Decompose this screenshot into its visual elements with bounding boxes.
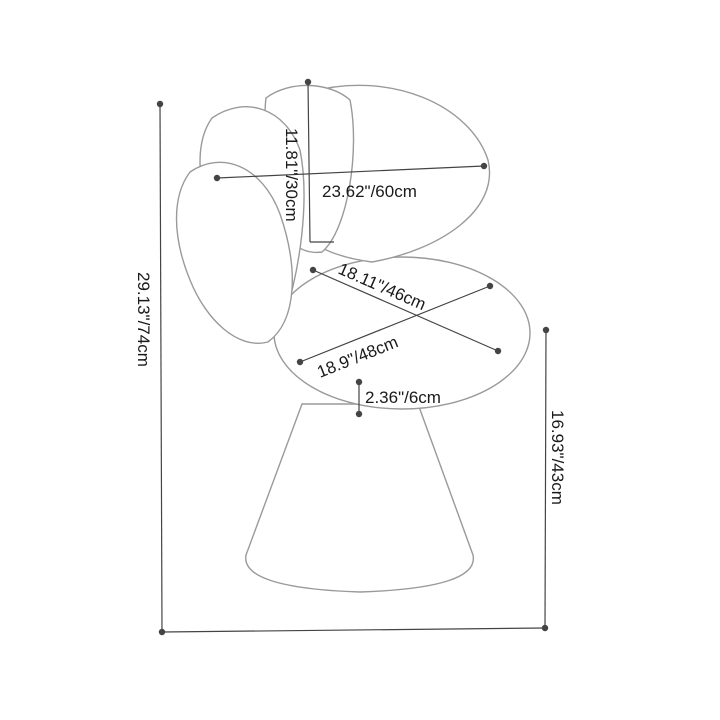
dim-dot bbox=[486, 282, 494, 290]
dim-dot bbox=[213, 174, 221, 182]
label-back-height: 11.81"/30cm bbox=[282, 128, 301, 222]
chair-drawing bbox=[175, 84, 531, 593]
dim-line-seat-depth bbox=[312, 269, 499, 352]
chair-back-petal-left bbox=[175, 161, 293, 344]
label-back-width: 23.62"/60cm bbox=[322, 182, 417, 201]
label-overall-height: 29.13"/74cm bbox=[134, 272, 153, 367]
chair-cone-base bbox=[245, 403, 474, 593]
dim-line-seat-width bbox=[299, 285, 491, 363]
dim-dot bbox=[542, 326, 550, 334]
dim-dot bbox=[355, 410, 363, 418]
dim-dot bbox=[304, 78, 312, 86]
label-seat-height: 16.93"/43cm bbox=[548, 410, 567, 505]
dim-line-seat-height bbox=[544, 329, 547, 629]
dim-line-back-height bbox=[307, 81, 311, 243]
dim-dot bbox=[156, 100, 164, 108]
dim-dot bbox=[355, 378, 363, 386]
dim-line-back-width bbox=[216, 165, 485, 179]
dim-dot bbox=[494, 347, 502, 355]
label-seat-thickness: 2.36"/6cm bbox=[365, 388, 441, 407]
dim-dot bbox=[309, 266, 317, 274]
dim-line-overall-height bbox=[159, 103, 163, 633]
dimension-lines bbox=[156, 78, 550, 636]
dim-dot bbox=[480, 162, 488, 170]
chair-seat bbox=[273, 256, 531, 410]
dim-dot bbox=[296, 358, 304, 366]
dim-line-base-width bbox=[161, 627, 546, 633]
